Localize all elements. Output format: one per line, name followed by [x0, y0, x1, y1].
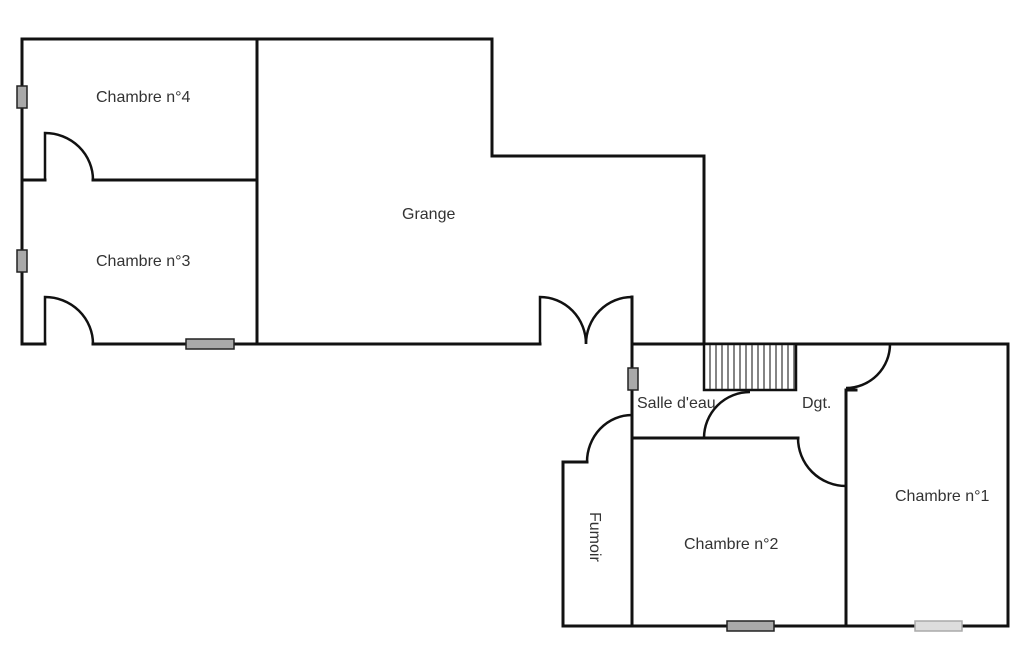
door-chambre4 [43, 131, 95, 181]
doors [43, 131, 892, 488]
label-chambre1: Chambre n°1 [895, 488, 990, 505]
label-chambre3: Chambre n°3 [96, 253, 191, 270]
label-salle-eau: Salle d'eau [637, 395, 716, 412]
door-chambre3 [43, 295, 95, 345]
label-grange: Grange [402, 206, 455, 223]
staircase [702, 342, 798, 392]
label-fumoir: Fumoir [586, 512, 603, 562]
windows [16, 85, 963, 632]
room-labels: Chambre n°4 Chambre n°3 Grange Salle d'e… [96, 89, 990, 562]
label-dgt: Dgt. [802, 395, 831, 412]
label-chambre4: Chambre n°4 [96, 89, 191, 106]
door-grange-left [538, 295, 588, 345]
door-chambre1 [845, 343, 892, 390]
door-chambre2 [796, 437, 847, 488]
door-salle-eau [702, 390, 751, 439]
door-grange-right [584, 295, 634, 345]
label-chambre2: Chambre n°2 [684, 536, 779, 553]
door-fumoir [585, 413, 633, 463]
walls [20, 37, 1010, 628]
